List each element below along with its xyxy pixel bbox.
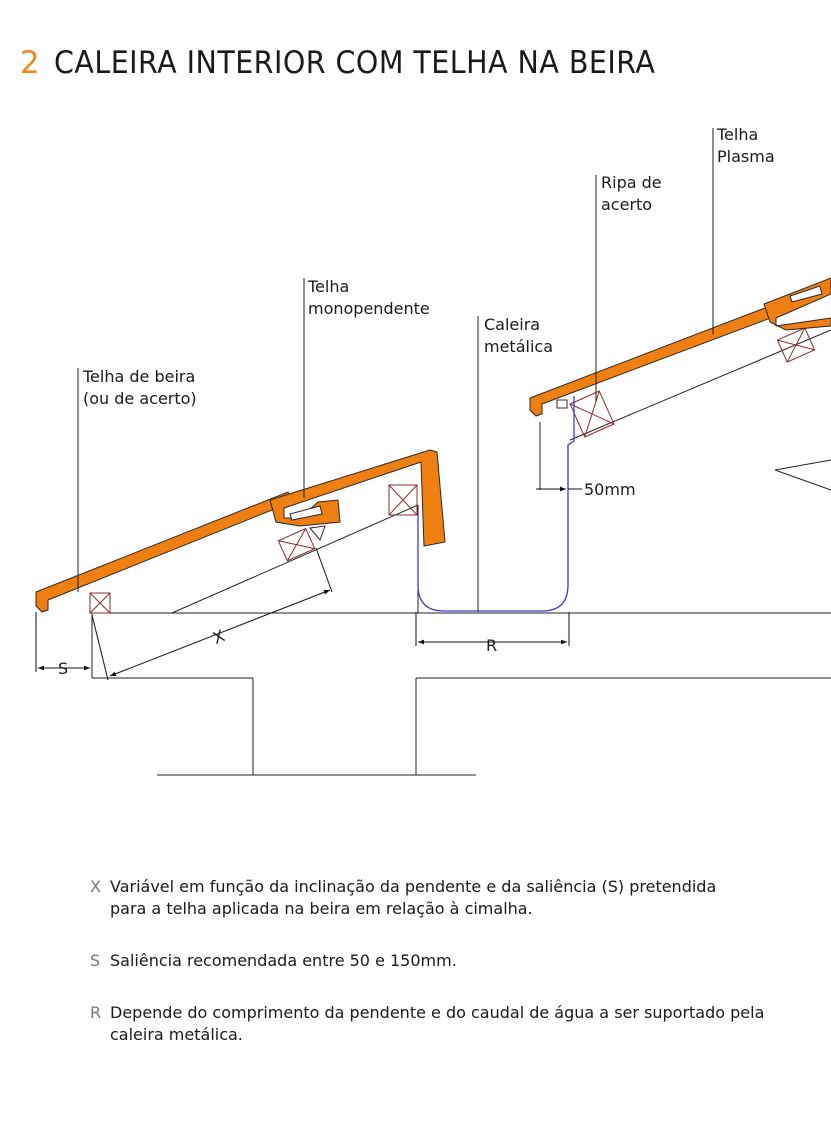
label-telha-monopendente-1: Telha: [307, 277, 349, 296]
note-x: X Variável em função da inclinação da pe…: [90, 876, 790, 920]
structure-lines: [91, 329, 831, 776]
battens: [89, 327, 816, 614]
note-letter: R: [90, 1003, 102, 1022]
label-caleira-metalica-2: metálica: [484, 337, 553, 356]
label-telha-beira-1: Telha de beira: [82, 367, 195, 386]
monopitch-tile: [269, 449, 446, 547]
note-text-line: Depende do comprimento da pendente e do …: [110, 1003, 765, 1022]
eave-section-diagram: Telha Plasma Ripa de acerto Telha monope…: [35, 125, 831, 776]
section-number: 2: [20, 45, 41, 81]
label-telha-monopendente-2: monopendente: [308, 299, 430, 318]
diagram-labels: Telha Plasma Ripa de acerto Telha monope…: [58, 125, 775, 678]
eave-tile: [35, 491, 293, 613]
batten-mid: [277, 527, 316, 562]
tile-details: [289, 285, 823, 541]
label-caleira-metalica-1: Caleira: [484, 315, 540, 334]
label-telha-beira-2: (ou de acerto): [83, 389, 197, 408]
note-letter: X: [90, 877, 101, 896]
note-text-line: caleira metálica.: [110, 1025, 243, 1044]
leader-lines: [77, 128, 714, 612]
note-s: S Saliência recomendada entre 50 e 150mm…: [90, 950, 790, 972]
note-text-line: para a telha aplicada na beira em relaçã…: [110, 899, 533, 918]
section-title: CALEIRA INTERIOR COM TELHA NA BEIRA: [54, 45, 656, 81]
label-telha-plasma-2: Plasma: [717, 147, 775, 166]
dimension-s: S: [58, 659, 68, 678]
label-telha-plasma-1: Telha: [716, 125, 758, 144]
dimension-lines: [35, 486, 582, 681]
note-text-line: Saliência recomendada entre 50 e 150mm.: [110, 951, 457, 970]
plasma-tile: [763, 277, 831, 331]
roof-tiles: [35, 277, 831, 613]
dimension-r: R: [486, 636, 497, 655]
batten-eave: [89, 592, 111, 614]
note-letter: S: [90, 951, 101, 970]
batten-top-left: [388, 484, 418, 516]
dimension-50mm: 50mm: [584, 480, 636, 499]
notes-section: X Variável em função da inclinação da pe…: [90, 876, 790, 1076]
batten-right: [776, 327, 816, 363]
note-r: R Depende do comprimento da pendente e d…: [90, 1002, 790, 1046]
label-ripa-acerto-2: acerto: [601, 195, 652, 214]
label-ripa-acerto-1: Ripa de: [601, 173, 662, 192]
batten-acerto: [569, 390, 615, 438]
metal-gutter: [417, 396, 575, 612]
dimension-x: X: [210, 626, 227, 648]
page-title: 2 CALEIRA INTERIOR COM TELHA NA BEIRA: [20, 42, 708, 84]
note-text-line: Variável em função da inclinação da pend…: [110, 877, 717, 896]
